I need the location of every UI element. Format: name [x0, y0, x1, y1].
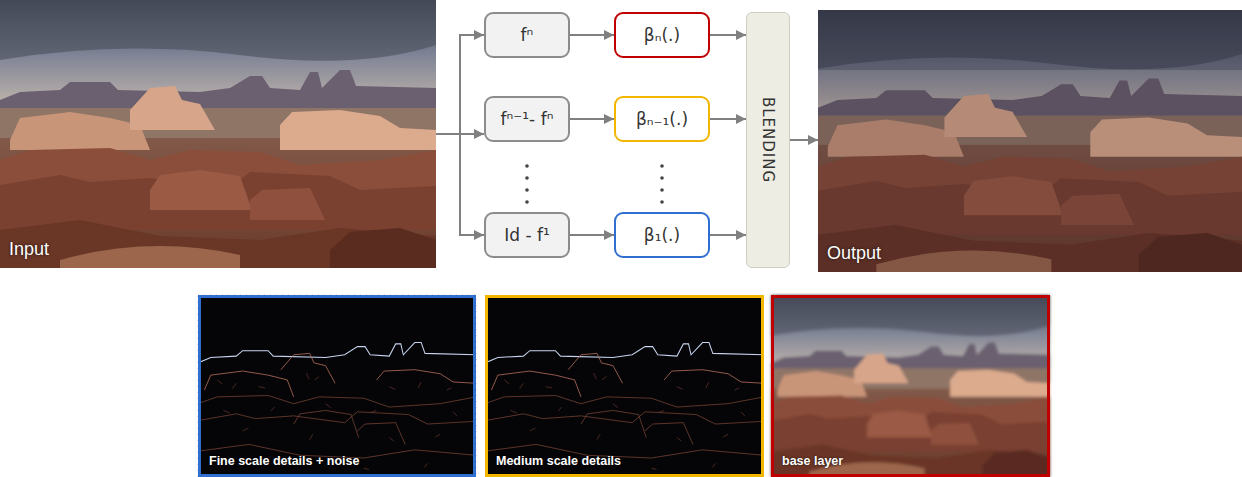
image-label: Output	[827, 243, 881, 264]
image-label: Input	[9, 239, 49, 260]
box-label: fⁿ⁻¹- fⁿ	[501, 109, 554, 129]
layer-panel: base layer	[771, 295, 1050, 477]
box-label: β₁(.)	[644, 225, 680, 245]
layer-panel: Fine scale details + noise	[198, 295, 476, 477]
image-label: base layer	[782, 454, 843, 468]
flow-arrow	[570, 234, 614, 236]
flow-arrow	[710, 34, 746, 36]
flow-arrow	[710, 118, 746, 120]
photo-frame: Output	[818, 10, 1242, 272]
layer-panel: Medium scale details	[485, 295, 764, 477]
box-label: Id - f¹	[504, 225, 550, 245]
box-label: βₙ₋₁(.)	[636, 109, 688, 129]
blending-box: BLENDING	[746, 12, 790, 268]
box-label: BLENDING	[759, 97, 777, 183]
box-label: fⁿ	[521, 25, 534, 45]
flow-arrow	[570, 118, 614, 120]
filter-box: Id - f¹	[484, 212, 570, 258]
remap-box: βₙ₋₁(.)	[614, 96, 710, 142]
image-label: Medium scale details	[496, 454, 621, 468]
filter-box: fⁿ	[484, 12, 570, 58]
remap-box: βₙ(.)	[614, 12, 710, 58]
box-label: βₙ(.)	[644, 25, 680, 45]
photo-frame: Input	[0, 0, 436, 268]
flow-arrow	[436, 35, 484, 134]
flow-arrow	[570, 34, 614, 36]
flow-arrow	[790, 139, 818, 141]
remap-box: β₁(.)	[614, 212, 710, 258]
flow-arrow	[436, 134, 484, 235]
image-label: Fine scale details + noise	[209, 454, 359, 468]
flow-arrow	[710, 234, 746, 236]
filter-box: fⁿ⁻¹- fⁿ	[484, 96, 570, 142]
